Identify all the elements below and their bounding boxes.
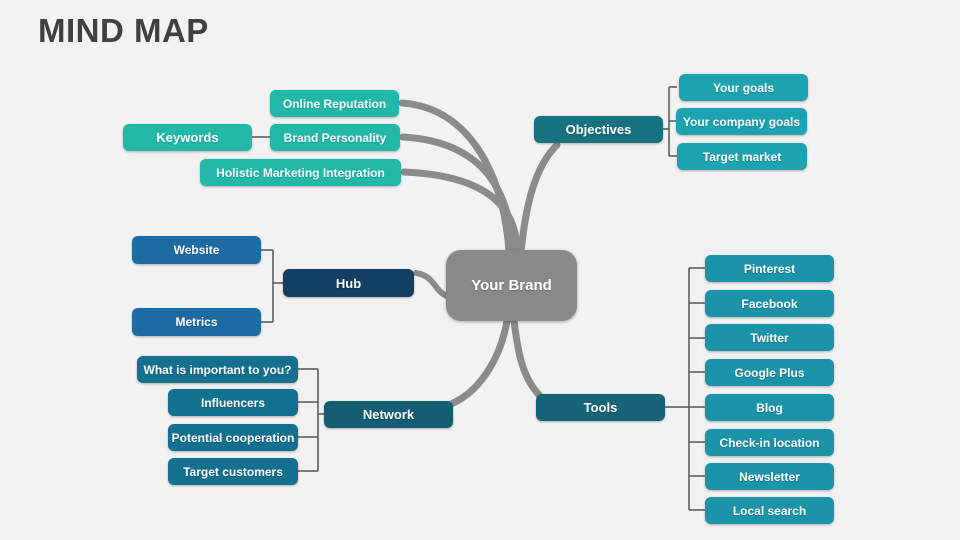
line-tools-bracket [665,267,705,511]
branch-label-objectives: Objectives [534,116,663,143]
node-facebook: Facebook [705,290,834,317]
curve-center-to-hub [413,270,450,299]
branch-label-hub: Hub [283,269,414,297]
node-influencers: Influencers [168,389,298,416]
branch-label-keywords: Keywords [123,124,252,151]
line-hub-bracket [261,249,283,323]
node-pinterest: Pinterest [705,255,834,282]
node-target-customers: Target customers [168,458,298,485]
branch-label-network: Network [324,401,453,428]
node-local-search: Local search [705,497,834,524]
node-blog: Blog [705,394,834,421]
node-website: Website [132,236,261,264]
node-metrics: Metrics [132,308,261,336]
node-your-goals: Your goals [679,74,808,101]
node-your-company-goals: Your company goals [676,108,807,135]
curve-center-to-network [447,317,511,408]
line-objectives-bracket [663,86,677,157]
curve-center-to-online-reputation [398,99,513,256]
node-twitter: Twitter [705,324,834,351]
node-check-in-location: Check-in location [705,429,834,456]
curve-center-to-tools [510,317,545,401]
node-target-market: Target market [677,143,807,170]
curve-center-to-brand-personality [399,133,517,256]
branch-label-tools: Tools [536,394,665,421]
node-holistic-marketing-integration: Holistic Marketing Integration [200,159,401,186]
center-node-your-brand: Your Brand [446,250,577,321]
line-network-bracket [298,368,324,472]
curve-center-to-holistic [400,168,521,256]
node-online-reputation: Online Reputation [270,90,399,117]
node-newsletter: Newsletter [705,463,834,490]
node-what-is-important-to-you: What is important to you? [137,356,298,383]
node-potential-cooperation: Potential cooperation [168,424,298,451]
page-title: MIND MAP [38,12,209,49]
node-google-plus: Google Plus [705,359,834,386]
curve-center-to-objectives [517,141,561,256]
node-brand-personality: Brand Personality [270,124,400,151]
